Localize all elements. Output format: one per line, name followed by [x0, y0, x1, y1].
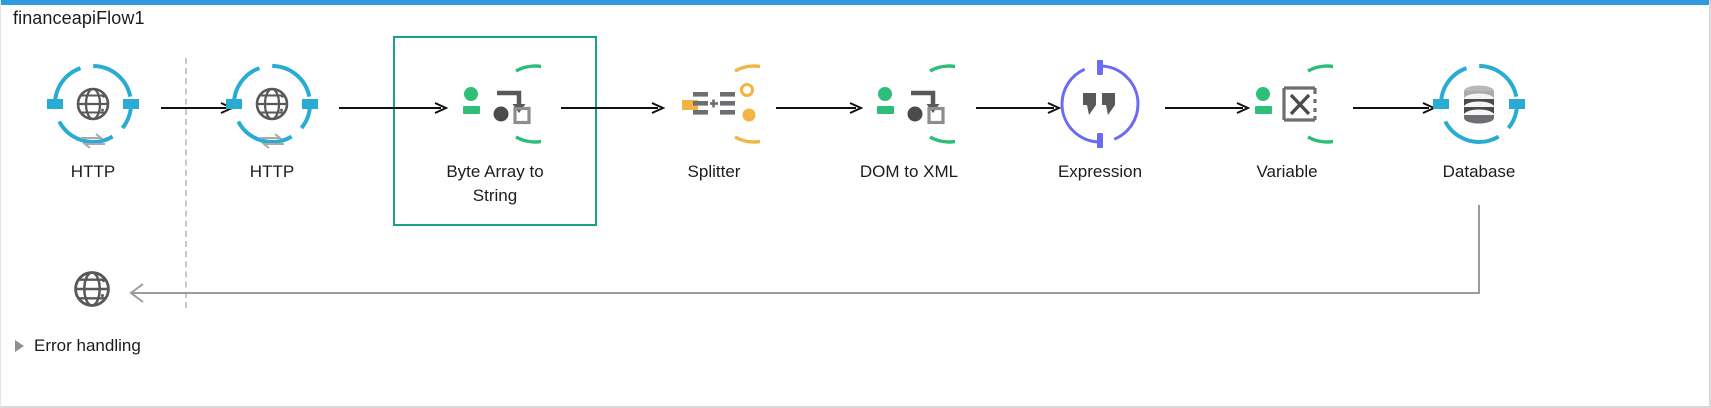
response-return-path [129, 205, 1480, 303]
node-label: Expression [1057, 162, 1143, 181]
flow-node-database[interactable]: Database [1409, 58, 1549, 184]
flow-node-byte-array-to-string[interactable]: Byte Array to String [425, 58, 565, 208]
flow-node-expression[interactable]: Expression [1030, 58, 1170, 184]
node-label: HTTP [70, 162, 116, 181]
flow-node-http-1[interactable]: HTTP [23, 58, 163, 184]
connector-arrow-4 [776, 102, 864, 114]
source-scope-divider [185, 58, 187, 308]
node-label: HTTP [249, 162, 295, 181]
exchange-arrows-icon [260, 133, 284, 149]
transform-icon [863, 58, 971, 150]
flow-node-dom-to-xml[interactable]: DOM to XML [839, 58, 979, 184]
flow-node-http-2[interactable]: HTTP [202, 58, 342, 184]
node-graphic[interactable] [1241, 58, 1333, 150]
node-label: Database [1442, 162, 1516, 181]
node-ring-open-left [682, 64, 760, 144]
node-label: Splitter [687, 162, 741, 181]
node-label: Variable [1256, 162, 1318, 181]
connector-arrow-6 [1165, 102, 1251, 114]
node-label: Byte Array to String [446, 162, 544, 205]
node-ring-gapped [47, 64, 139, 144]
flow-title: financeapiFlow1 [13, 8, 145, 28]
node-ring-open-left [877, 64, 955, 144]
node-ring-gapped [226, 64, 318, 144]
node-ring-open-left [1255, 64, 1333, 144]
connector-arrow-2 [339, 102, 449, 114]
exchange-arrows-icon [81, 133, 105, 149]
error-handling-label: Error handling [34, 336, 141, 355]
globe-icon[interactable] [69, 266, 115, 312]
transform-icon [449, 58, 557, 150]
window-accent-bar [1, 0, 1709, 5]
database-icon [1433, 58, 1525, 150]
quotes-icon [1054, 58, 1146, 150]
variable-x-icon [1241, 58, 1347, 150]
error-handling-section[interactable]: Error handling [15, 336, 141, 356]
connector-arrow-5 [976, 102, 1062, 114]
node-ring-open-left [463, 64, 541, 144]
flow-node-variable[interactable]: Variable [1217, 58, 1357, 184]
caret-right-icon[interactable] [15, 340, 24, 352]
node-graphic[interactable] [226, 58, 318, 150]
flow-node-splitter[interactable]: Splitter [644, 58, 784, 184]
node-graphic[interactable] [47, 58, 139, 150]
splitter-icon [668, 58, 760, 150]
node-ring-gapped [1433, 64, 1525, 144]
node-graphic[interactable] [1054, 58, 1146, 150]
node-label: DOM to XML [859, 162, 959, 181]
node-graphic[interactable] [863, 58, 955, 150]
node-graphic[interactable] [668, 58, 760, 150]
node-ring-tick [1060, 60, 1140, 148]
node-graphic[interactable] [1433, 58, 1525, 150]
node-graphic[interactable] [449, 58, 541, 150]
globe-icon [47, 58, 139, 150]
connector-arrow-3 [561, 102, 666, 114]
globe-icon [226, 58, 318, 150]
